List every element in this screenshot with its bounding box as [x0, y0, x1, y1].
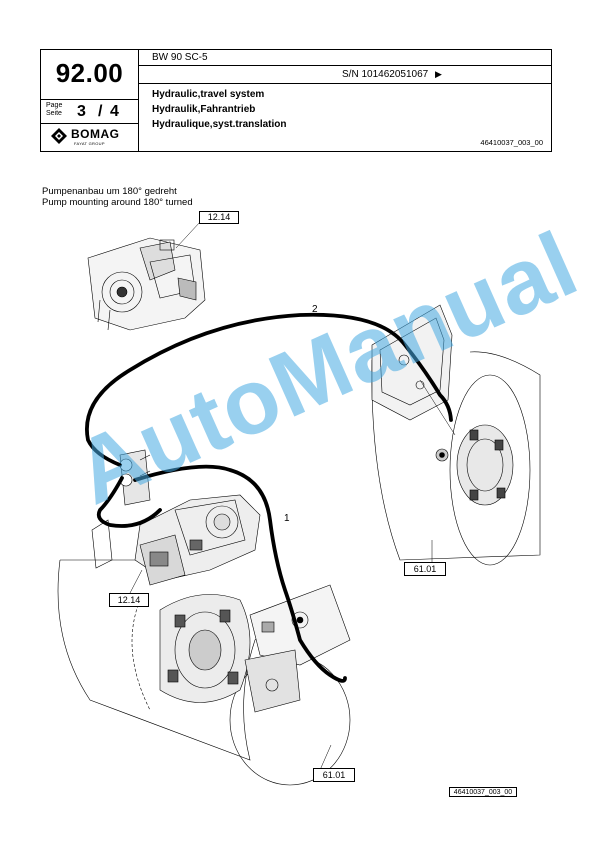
page-total: 4 — [110, 103, 119, 120]
title-fr: Hydraulique,syst.translation — [152, 119, 287, 130]
hose-line-2 — [85, 312, 453, 467]
footer-doc-reference: 46410037_003_00 — [449, 787, 517, 797]
callout-12-14-top[interactable]: 12.14 — [199, 211, 239, 224]
title-en: Hydraulic,travel system — [152, 89, 265, 100]
section-number: 92.00 — [55, 58, 124, 88]
section-number-cell: 92.00 — [41, 50, 138, 100]
title-block: Hydraulic,travel system Hydraulik,Fahran… — [152, 87, 286, 132]
callout-61-01-rear[interactable]: 61.01 — [404, 562, 446, 576]
line-label-1: 1 — [284, 513, 290, 524]
pump-detail-small — [87, 237, 206, 331]
header-table: 92.00 Page Seite 3 / 4 BOMAG FAYAT GROUP… — [40, 49, 552, 152]
serial-arrow-icon: ▶ — [435, 69, 442, 79]
page-label-de: Seite — [46, 110, 62, 117]
line-label-2: 2 — [312, 304, 318, 315]
bomag-logo-icon — [51, 128, 67, 144]
front-wheel-assembly — [159, 594, 251, 703]
serial-number: S/N 101462051067 — [342, 69, 429, 80]
page-cell: Page Seite 3 / 4 — [41, 100, 138, 124]
callout-12-14-pump[interactable]: 12.14 — [109, 593, 149, 607]
model-row: BW 90 SC-5 — [139, 50, 551, 66]
main-pump — [91, 449, 261, 586]
callout-61-01-front[interactable]: 61.01 — [313, 768, 355, 782]
front-drum — [57, 559, 351, 786]
header-left-column: 92.00 Page Seite 3 / 4 BOMAG FAYAT GROUP — [41, 50, 139, 151]
rear-wheel-motor — [435, 424, 514, 506]
hose-line-2-return — [96, 476, 162, 528]
hose-line-1 — [133, 464, 347, 683]
page-label-en: Page — [46, 102, 63, 109]
note-de: Pumpenanbau um 180° gedreht — [42, 186, 177, 197]
logo-subtext: FAYAT GROUP — [74, 141, 105, 146]
hose-lines — [85, 312, 453, 683]
logo-text: BOMAG — [71, 127, 120, 141]
page-separator: / — [98, 103, 103, 120]
model-name: BW 90 SC-5 — [152, 52, 208, 63]
page-label: Page Seite — [46, 102, 62, 118]
note-en: Pump mounting around 180° turned — [42, 197, 193, 208]
logo-cell: BOMAG FAYAT GROUP — [41, 124, 138, 151]
page-current: 3 — [77, 103, 86, 120]
serial-row: S/N 101462051067 ▶ — [139, 66, 551, 84]
title-de: Hydraulik,Fahrantrieb — [152, 104, 256, 115]
doc-reference: 46410037_003_00 — [480, 138, 543, 147]
